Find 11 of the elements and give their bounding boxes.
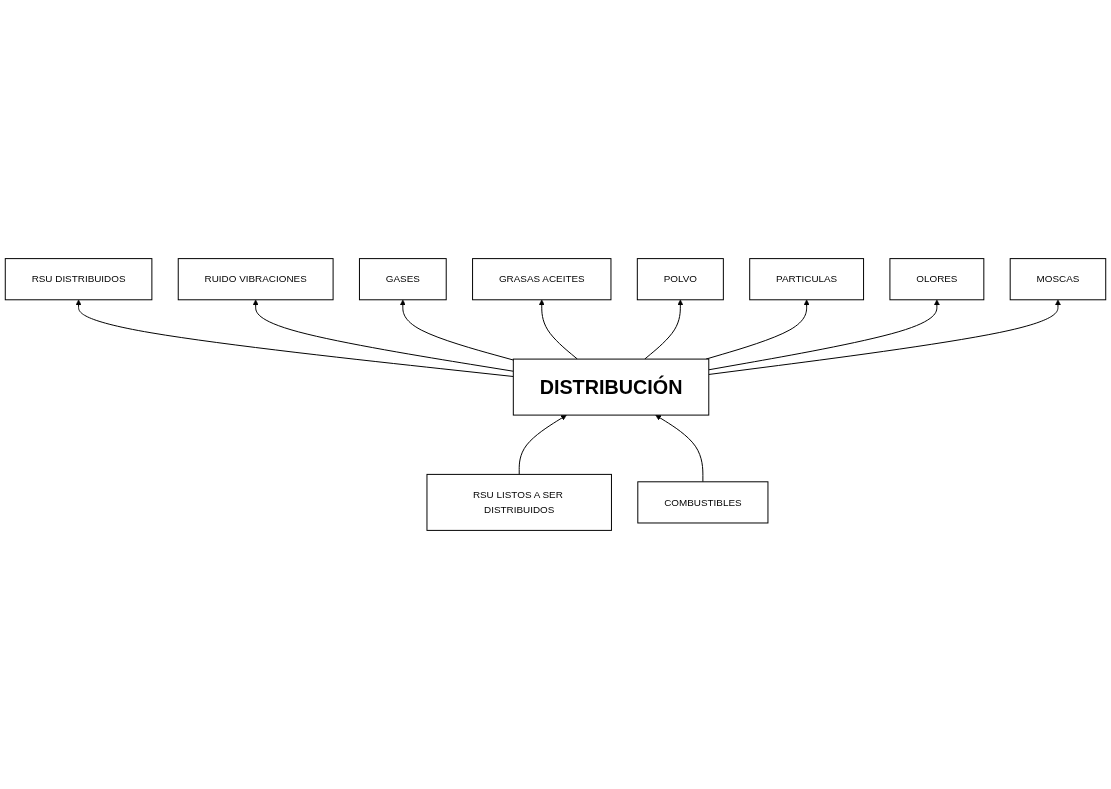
node-box: RSU DISTRIBUIDOS (4, 258, 153, 301)
node-box: COMBUSTIBLES (637, 481, 769, 524)
node-box: RUIDO VIBRACIONES (177, 258, 334, 301)
node-box: RSU LISTOS A SER DISTRIBUIDOS (426, 473, 612, 531)
node-box: PARTICULAS (749, 258, 865, 301)
node-box: GASES (358, 258, 447, 301)
node-box: OLORES (889, 258, 985, 301)
node-box: GRASAS ACEITES (472, 258, 612, 301)
node-box: DISTRIBUCIÓN (512, 358, 710, 416)
node-box: POLVO (636, 258, 724, 301)
node-box: MOSCAS (1009, 258, 1107, 301)
